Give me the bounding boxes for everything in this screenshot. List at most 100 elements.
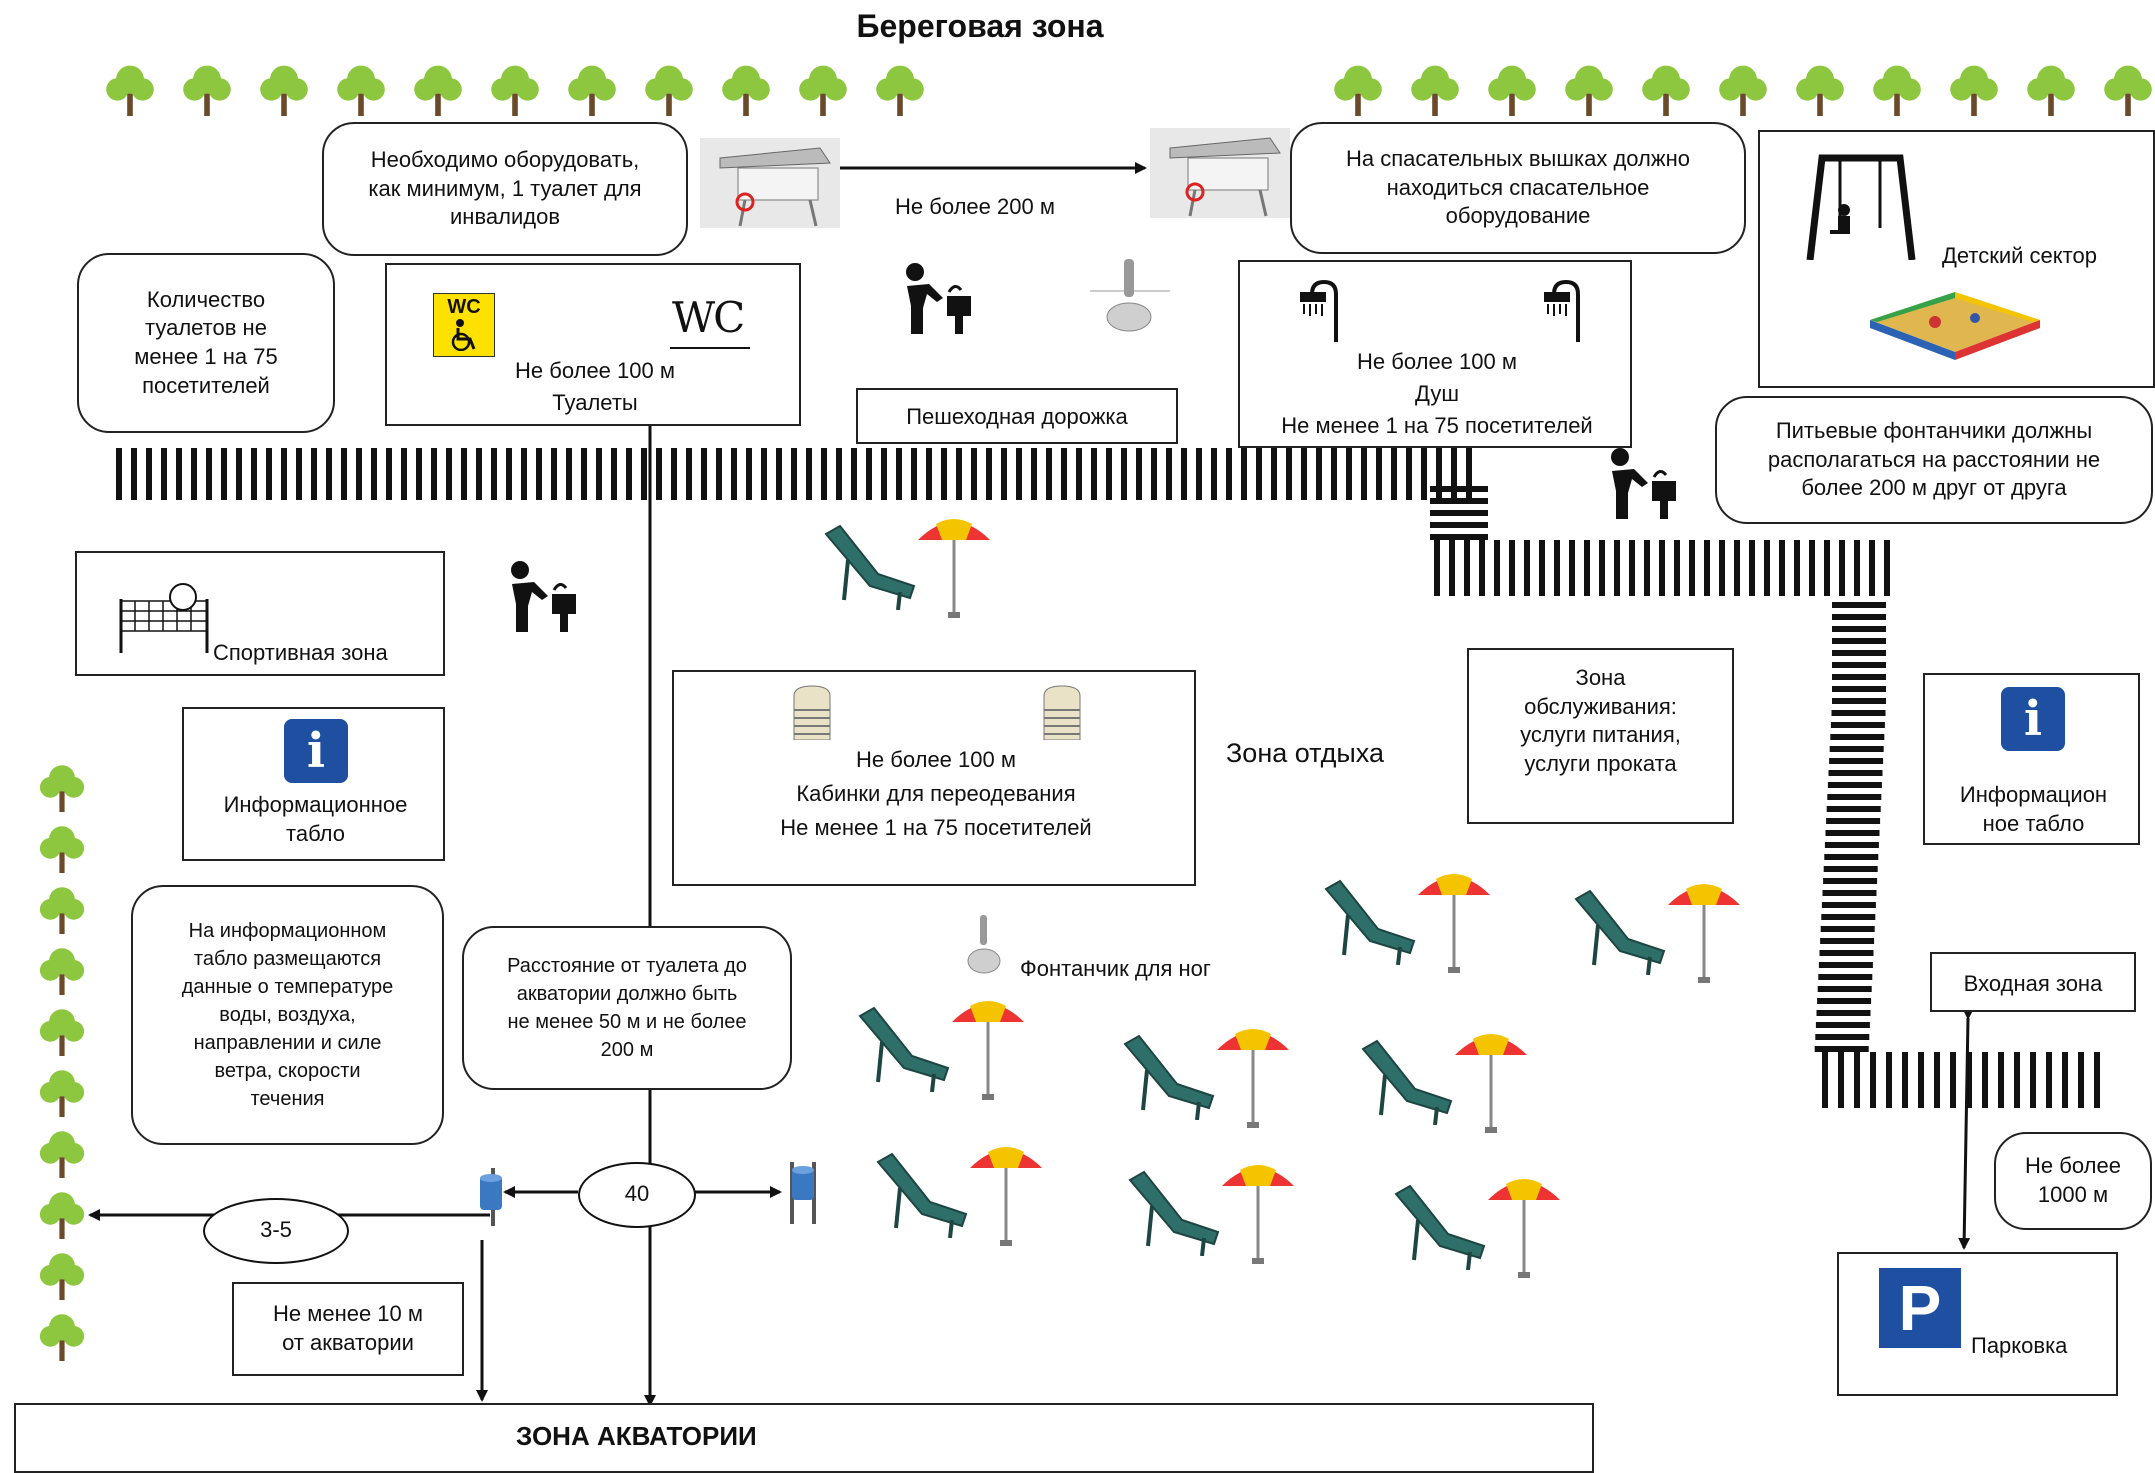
showers-distance: Не более 100 м bbox=[1357, 349, 1517, 374]
lifeguard-tower-icon bbox=[1150, 128, 1290, 223]
info-board-left: i Информационное табло bbox=[182, 707, 445, 861]
tree-icon bbox=[795, 60, 851, 121]
disabled-wc-icon: WC bbox=[433, 293, 495, 357]
beach-umbrella-icon bbox=[1218, 1156, 1298, 1271]
drinking-fountain-icon bbox=[1608, 447, 1678, 524]
foot-fountain-label: Фонтанчик для ног bbox=[1020, 956, 1211, 981]
sports-zone-label: Спортивная зона bbox=[213, 640, 388, 665]
tree-icon bbox=[179, 60, 235, 121]
tree-icon bbox=[1638, 60, 1694, 121]
volleyball-net-icon bbox=[117, 583, 217, 658]
cabin-icon bbox=[790, 684, 834, 745]
tree-icon bbox=[36, 821, 88, 878]
tree-icon bbox=[1715, 60, 1771, 121]
cabins-ratio: Не менее 1 на 75 посетителей bbox=[780, 815, 1092, 840]
shower-icon bbox=[1296, 279, 1356, 347]
showers-box: Не более 100 м Душ Не менее 1 на 75 посе… bbox=[1238, 260, 1632, 448]
toilets-box: WC WC Не более 100 м Туалеты bbox=[385, 263, 801, 426]
foot-fountain-icon bbox=[1090, 255, 1170, 340]
tree-icon bbox=[36, 1309, 88, 1366]
tree-icon bbox=[36, 1187, 88, 1244]
toilet-distance-note: Расстояние от туалета до акватории должн… bbox=[462, 926, 792, 1090]
tree-icon bbox=[410, 60, 466, 121]
drinking-fountain-icon bbox=[508, 560, 578, 637]
tree-icon bbox=[2100, 60, 2155, 121]
tree-icon bbox=[256, 60, 312, 121]
toilets-distance: Не более 100 м bbox=[515, 358, 675, 383]
service-zone-box: Зона обслуживания: услуги питания, услуг… bbox=[1467, 648, 1734, 824]
beach-umbrella-icon bbox=[914, 510, 994, 625]
toilet-count-note: Количество туалетов не менее 1 на 75 пос… bbox=[77, 253, 335, 433]
info-board-right-label: Информацион ное табло bbox=[1959, 782, 2108, 836]
tree-icon bbox=[1407, 60, 1463, 121]
tree-icon bbox=[333, 60, 389, 121]
entry-zone-box: Входная зона bbox=[1930, 952, 2136, 1012]
sunbed-icon bbox=[1122, 1166, 1222, 1261]
tree-icon bbox=[36, 943, 88, 1000]
trash-bin-icon bbox=[786, 1158, 822, 1229]
shower-icon bbox=[1530, 279, 1590, 347]
parking-distance-note: Не более 1000 м bbox=[1994, 1132, 2152, 1230]
changing-cabins-box: Не более 100 м Кабинки для переодевания … bbox=[672, 670, 1196, 886]
cabins-label: Кабинки для переодевания bbox=[796, 781, 1076, 806]
tree-distance-badge: 3-5 bbox=[203, 1198, 349, 1264]
tree-icon bbox=[36, 1248, 88, 1305]
cabins-distance: Не более 100 м bbox=[856, 747, 1016, 772]
foot-fountain-icon bbox=[960, 915, 1010, 982]
tree-icon bbox=[36, 882, 88, 939]
drinking-fountains-note: Питьевые фонтанчики должны располагаться… bbox=[1715, 396, 2153, 524]
beach-umbrella-icon bbox=[1664, 875, 1744, 990]
tree-icon bbox=[487, 60, 543, 121]
tree-icon bbox=[564, 60, 620, 121]
beach-umbrella-icon bbox=[1414, 865, 1494, 980]
entry-parking-arrow bbox=[1958, 1007, 1975, 1250]
showers-label: Душ bbox=[1414, 381, 1460, 406]
lifeguard-tower-icon bbox=[700, 138, 840, 233]
tree-icon bbox=[2023, 60, 2079, 121]
info-board-note: На информационном табло размещаются данн… bbox=[131, 885, 444, 1145]
tree-icon bbox=[1484, 60, 1540, 121]
beach-umbrella-icon bbox=[1484, 1170, 1564, 1285]
swing-icon bbox=[1800, 150, 1920, 265]
beach-umbrella-icon bbox=[1451, 1025, 1531, 1140]
sunbed-icon bbox=[852, 1002, 952, 1097]
tree-icon bbox=[1330, 60, 1386, 121]
sunbed-icon bbox=[1388, 1180, 1488, 1275]
info-icon: i bbox=[2001, 687, 2065, 751]
page-title: Береговая зона bbox=[856, 8, 1104, 44]
sunbed-icon bbox=[1117, 1030, 1217, 1125]
info-board-right: i Информацион ное табло bbox=[1923, 673, 2140, 845]
wc-sign-icon: WC bbox=[672, 293, 745, 342]
drinking-fountain-icon bbox=[903, 262, 973, 339]
tree-icon bbox=[641, 60, 697, 121]
water-zone-box: ЗОНА АКВАТОРИИ bbox=[14, 1403, 1594, 1473]
sunbed-icon bbox=[818, 520, 918, 615]
beach-umbrella-icon bbox=[948, 992, 1028, 1107]
beach-umbrella-icon bbox=[966, 1138, 1046, 1253]
showers-ratio: Не менее 1 на 75 посетителей bbox=[1281, 413, 1593, 438]
tree-icon bbox=[1561, 60, 1617, 121]
toilets-label: Туалеты bbox=[552, 390, 638, 415]
kids-sector-label: Детский сектор bbox=[1942, 243, 2097, 268]
tower-distance-label: Не более 200 м bbox=[895, 194, 1055, 219]
sandbox-icon bbox=[1865, 282, 2045, 367]
pedestrian-path-label: Пешеходная дорожка bbox=[856, 388, 1178, 444]
sports-zone-box: Спортивная зона bbox=[75, 551, 445, 676]
sunbed-icon bbox=[1355, 1035, 1455, 1130]
bin-water-distance-note: Не менее 10 м от акватории bbox=[232, 1282, 464, 1376]
tree-icon bbox=[1869, 60, 1925, 121]
tree-icon bbox=[1792, 60, 1848, 121]
tree-icon bbox=[36, 1004, 88, 1061]
disabled-toilet-note: Необходимо оборудовать, как минимум, 1 т… bbox=[322, 122, 688, 256]
kids-sector-box: Детский сектор bbox=[1758, 130, 2155, 388]
tree-icon bbox=[102, 60, 158, 121]
tree-icon bbox=[872, 60, 928, 121]
cabin-icon bbox=[1040, 684, 1084, 745]
beach-umbrella-icon bbox=[1213, 1020, 1293, 1135]
tree-icon bbox=[718, 60, 774, 121]
info-board-left-label: Информационное табло bbox=[223, 792, 408, 846]
rescue-equipment-note: На спасательных вышках должно находиться… bbox=[1290, 122, 1746, 254]
parking-icon: P bbox=[1879, 1268, 1961, 1348]
info-icon: i bbox=[284, 719, 348, 783]
sunbed-icon bbox=[1318, 875, 1418, 970]
